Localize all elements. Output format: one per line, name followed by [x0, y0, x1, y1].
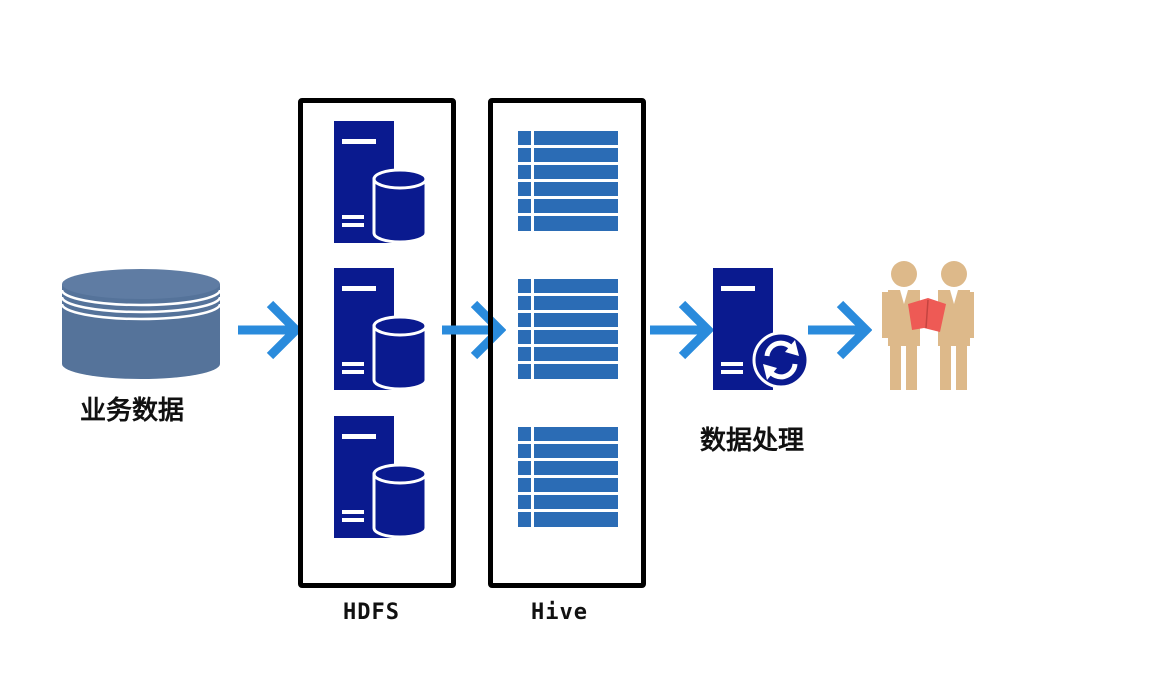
- table-icon: [518, 131, 618, 231]
- table-icon: [518, 427, 618, 527]
- server-database-icon: [334, 416, 428, 539]
- database-icon: [60, 269, 222, 379]
- arrow-right-icon: [238, 300, 302, 360]
- table-icon: [518, 279, 618, 379]
- server-database-icon: [334, 268, 428, 391]
- business-data-node: [60, 268, 222, 380]
- server-sync-icon: [713, 268, 810, 390]
- server-database-icon: [334, 121, 428, 244]
- people-meeting-icon: [882, 261, 974, 390]
- hive-container: [488, 98, 646, 588]
- hdfs-label: HDFS: [343, 600, 400, 625]
- hdfs-container: [298, 98, 456, 588]
- arrow-right-icon: [650, 300, 714, 360]
- data-processing-label: 数据处理: [700, 426, 805, 456]
- business-data-label: 业务数据: [80, 396, 185, 426]
- arrow-right-icon: [808, 300, 872, 360]
- hive-label: Hive: [531, 600, 588, 625]
